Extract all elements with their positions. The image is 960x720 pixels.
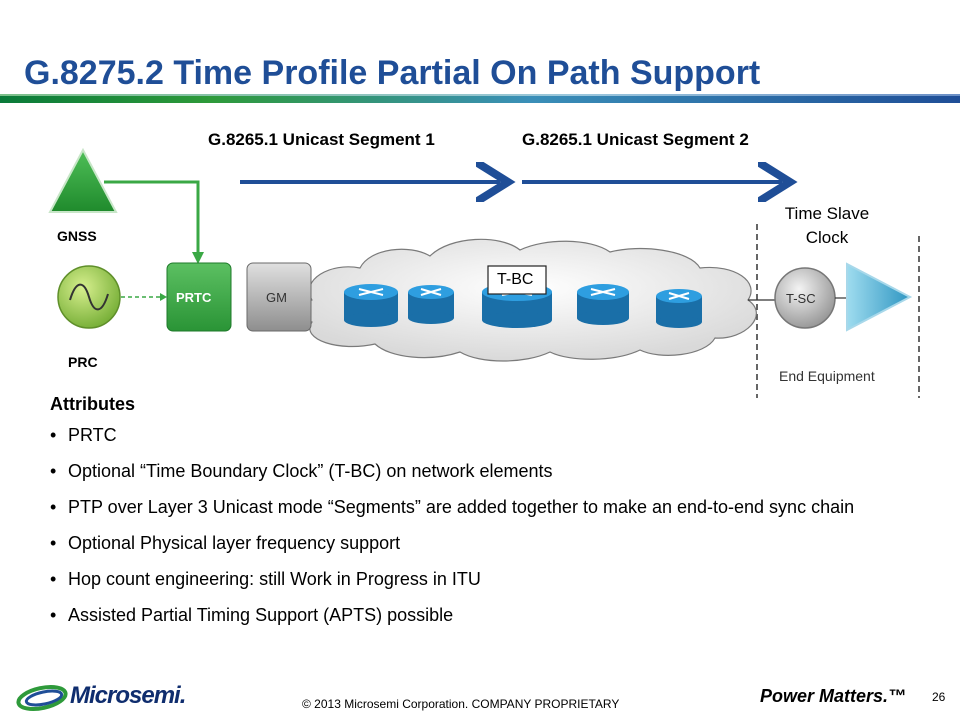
router-icon — [656, 289, 702, 328]
tbc-label: T-BC — [497, 271, 534, 288]
router-icons — [344, 283, 702, 328]
microsemi-logo-icon — [16, 685, 68, 711]
attributes-section: Attributes PRTC Optional “Time Boundary … — [50, 394, 920, 640]
tbc-label-box — [487, 265, 547, 295]
slide-title: G.8275.2 Time Profile Partial On Path Su… — [24, 54, 761, 92]
tsc-label: T-SC — [786, 291, 816, 306]
attribute-item: Assisted Partial Timing Support (APTS) p… — [50, 604, 920, 627]
power-matters-tagline: Power Matters.™ — [760, 686, 907, 706]
end-equipment-label: End Equipment — [779, 368, 875, 384]
router-icon — [577, 284, 629, 325]
attribute-item: Optional Physical layer frequency suppor… — [50, 532, 920, 555]
prtc-label: PRTC — [176, 290, 212, 305]
attribute-item: Optional “Time Boundary Clock” (T-BC) on… — [50, 460, 920, 483]
segment-1-label: G.8265.1 Unicast Segment 1 — [208, 130, 435, 149]
title-underline-highlight — [0, 94, 960, 96]
microsemi-logo-text: Microsemi. — [70, 682, 186, 709]
attribute-item: Hop count engineering: still Work in Pro… — [50, 568, 920, 591]
attributes-list: PRTC Optional “Time Boundary Clock” (T-B… — [50, 424, 920, 627]
router-icon — [344, 284, 398, 327]
gnss-to-prtc-link — [104, 180, 200, 256]
segment-2-label: G.8265.1 Unicast Segment 2 — [522, 130, 749, 149]
end-equipment-icon — [846, 262, 913, 332]
gnss-icon — [48, 147, 118, 213]
title-underline — [0, 96, 960, 103]
attributes-heading: Attributes — [50, 394, 135, 414]
router-icon — [408, 285, 454, 324]
gm-label: GM — [266, 290, 287, 305]
page-number: 26 — [932, 690, 946, 704]
gnss-label: GNSS — [57, 228, 97, 244]
copyright-text: © 2013 Microsemi Corporation. COMPANY PR… — [302, 697, 620, 711]
gm-box — [246, 262, 312, 332]
prtc-box — [166, 262, 232, 332]
prc-label: PRC — [68, 354, 98, 370]
attribute-item: PTP over Layer 3 Unicast mode “Segments”… — [50, 496, 920, 519]
time-slave-clock-label: Time Slave Clock — [784, 204, 870, 247]
attribute-item: PRTC — [50, 424, 920, 447]
